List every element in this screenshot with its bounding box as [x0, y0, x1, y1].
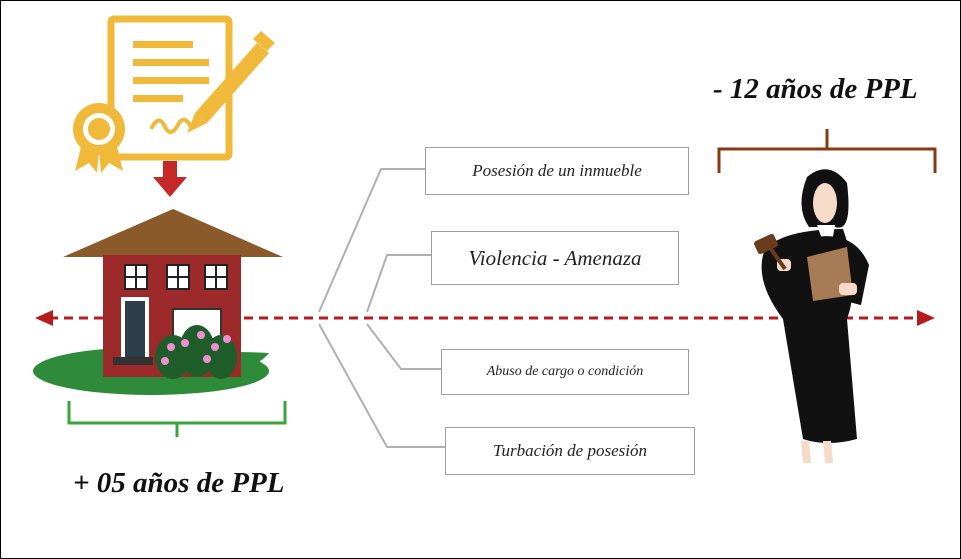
box-label: Posesión de un inmueble: [472, 161, 642, 180]
box-label: Violencia - Amenaza: [468, 245, 642, 270]
box-violencia-amenaza: Violencia - Amenaza: [431, 231, 679, 285]
box-abuso-cargo: Abuso de cargo o condición: [441, 349, 689, 395]
gavel-icon: [754, 233, 787, 271]
connectors: [318, 168, 445, 448]
box-label: Turbación de posesión: [493, 441, 647, 460]
bracket-right: [717, 129, 937, 173]
box-label: Abuso de cargo o condición: [486, 364, 644, 379]
judge-icon: [754, 169, 869, 463]
box-turbacion-posesion: Turbación de posesión: [445, 427, 695, 475]
arrow-down-icon: [153, 161, 187, 197]
bushes: [155, 325, 237, 379]
bracket-left: [67, 401, 287, 437]
contract-icon: [73, 15, 275, 173]
timeline-arrow: [35, 310, 935, 326]
caption-left-penalty: + 05 años de PPL: [73, 467, 285, 499]
box-posesion-inmueble: Posesión de un inmueble: [425, 147, 689, 195]
pen-icon: [187, 31, 275, 133]
house-icon: [33, 209, 283, 395]
caption-right-penalty: - 12 años de PPL: [713, 73, 918, 105]
